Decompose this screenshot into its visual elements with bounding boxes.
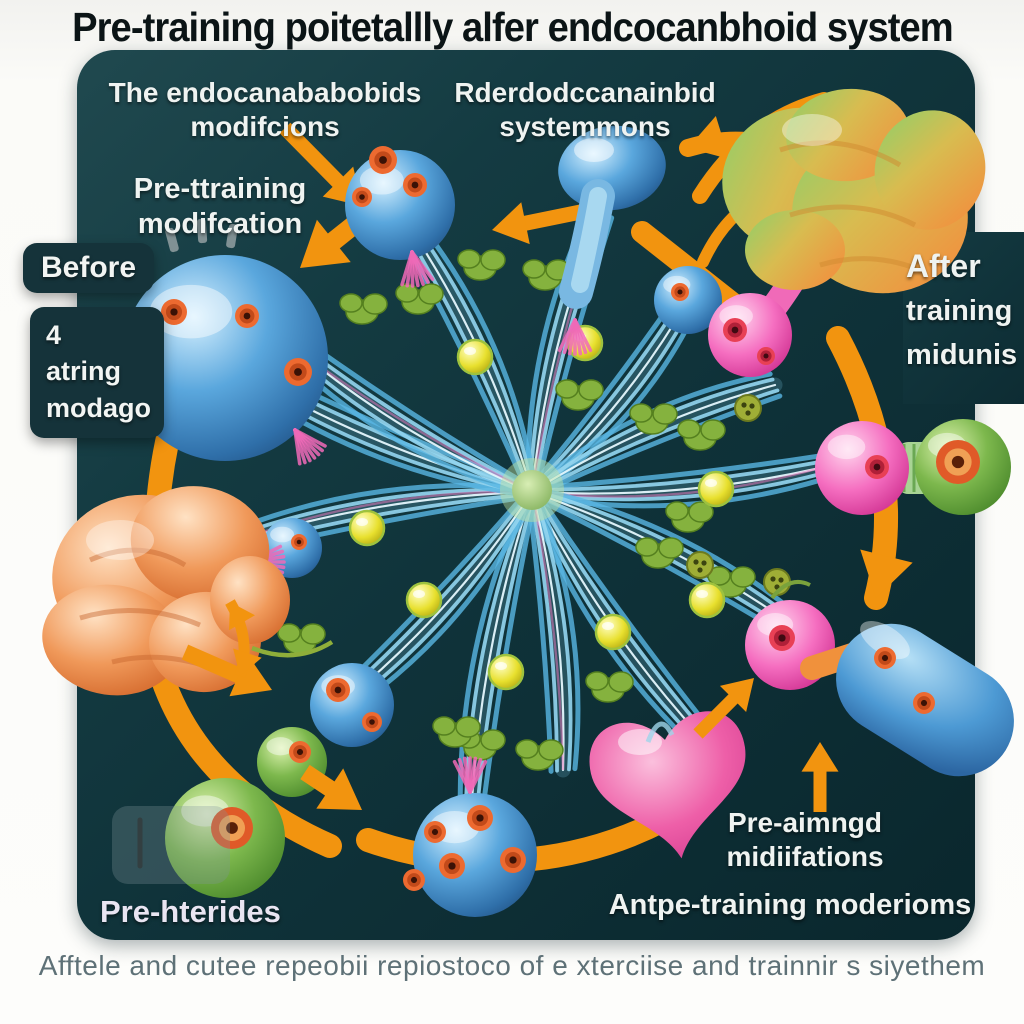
label-line: modifcation	[137, 208, 303, 241]
label-line: modifcions	[190, 111, 340, 143]
label-post-training-moderations: Antpe-training moderioms	[590, 888, 990, 923]
page-title: Pre-training poitetallly alfer endcocanb…	[71, 4, 954, 50]
decorative-marks	[112, 218, 238, 884]
label-pre-aimed-modifications: Pre-aimngd midiifations	[680, 806, 930, 874]
before-badge: Before	[23, 243, 155, 293]
label-line: Antpe-training moderioms	[608, 889, 972, 921]
timeline-badge: 4 atring modago	[30, 307, 164, 439]
label-line: After	[906, 248, 981, 284]
vesicle-icon	[277, 249, 791, 771]
badge-text: atring	[46, 356, 122, 387]
brain-icon	[42, 88, 986, 696]
label-pre-training-modification: Pre-ttraining modifcation	[100, 172, 340, 243]
caption-text: Afftele and cutee repeobii repiostoco of…	[38, 950, 986, 981]
label-line: Pre-aimngd	[727, 807, 883, 838]
label-line: The endocanababobids	[108, 77, 422, 108]
capsule-icon	[800, 620, 1014, 777]
label-line: Rderdodccanainbid	[454, 77, 716, 108]
label-line: midunis	[906, 338, 1018, 371]
badge-text: modago	[46, 392, 151, 423]
label-line: midiifations	[726, 841, 884, 873]
label-receptor-system: Rderdodccanainbid systemmons	[430, 76, 740, 144]
label-line: Pre-ttraining	[133, 173, 307, 205]
after-training-label: After training midunis	[906, 242, 1024, 377]
pointer-arrows-front	[181, 599, 839, 812]
bottom-caption: Afftele and cutee repeobii repiostoco of…	[0, 950, 1024, 982]
label-line: Pre-hterides	[100, 894, 281, 929]
label-line: training	[906, 295, 1013, 327]
label-endocannabinoid-modifications: The endocanababobids modifcions	[95, 76, 435, 144]
heart-icon	[589, 711, 746, 859]
label-line: systemmons	[499, 111, 671, 143]
badge-text: 4	[46, 320, 62, 350]
badge-text: Before	[41, 251, 137, 284]
label-pre-hterides: Pre-hterides	[100, 893, 360, 931]
